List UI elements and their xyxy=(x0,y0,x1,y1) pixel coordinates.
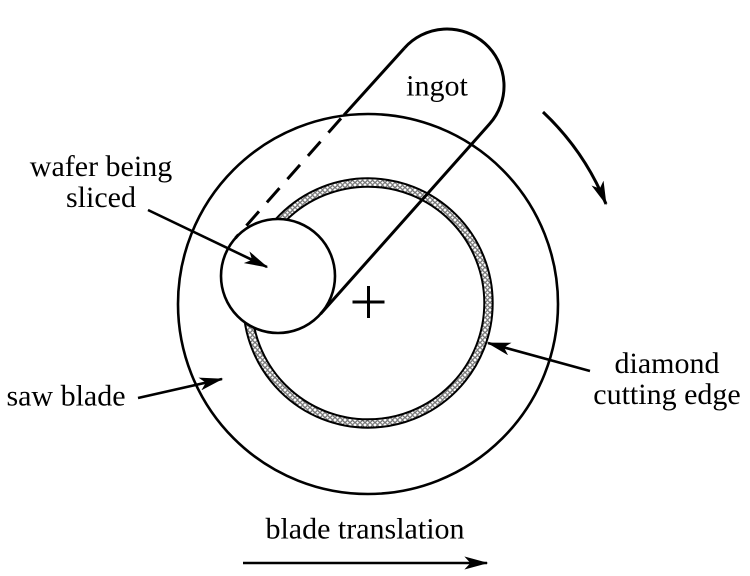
ingot-outline xyxy=(234,27,506,315)
saw-blade-label-arrow-icon xyxy=(137,377,224,400)
ingot-cap-and-front-edge xyxy=(319,27,506,315)
ingot-hidden-edge-dashed xyxy=(234,117,343,240)
ingot-back-edge-solid xyxy=(342,47,406,117)
wafer-label-line1: wafer being xyxy=(29,150,173,183)
diamond-label-line2: cutting edge xyxy=(593,378,741,411)
wafer-label-arrow-icon xyxy=(147,208,269,269)
blade-translation-label: blade translation xyxy=(265,512,465,546)
diamond-label-arrow-icon xyxy=(486,341,591,373)
diamond-cutting-edge-label: diamond cutting edge xyxy=(593,348,740,410)
wafer-label-line2: sliced xyxy=(66,181,136,214)
saw-blade-label: saw blade xyxy=(6,379,126,413)
wafer-label: wafer being sliced xyxy=(30,151,172,213)
ingot-label: ingot xyxy=(406,69,468,103)
diamond-label-line1: diamond xyxy=(614,347,720,380)
wafer-circle xyxy=(219,217,337,335)
center-cross xyxy=(352,286,385,318)
saw-blade-outer-circle xyxy=(176,112,560,496)
rotation-arrow-icon xyxy=(541,110,608,206)
